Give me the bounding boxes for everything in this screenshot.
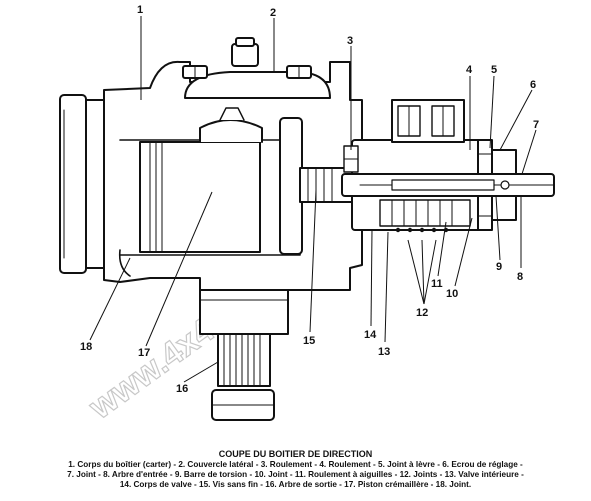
caption-line: 7. Joint - 8. Arbre d'entrée - 9. Barre … [67, 470, 524, 479]
callout-16: 16 [176, 383, 188, 395]
figure-caption: COUPE DU BOITIER DE DIRECTION 1. Corps d… [0, 449, 591, 490]
callout-15: 15 [303, 335, 315, 347]
leader-lines [89, 16, 537, 383]
callout-11: 11 [431, 278, 443, 290]
callout-10: 10 [446, 288, 458, 300]
callout-5: 5 [491, 64, 497, 76]
callout-3: 3 [347, 35, 353, 47]
callout-13: 13 [378, 346, 390, 358]
callout-12: 12 [416, 307, 428, 319]
callout-1: 1 [137, 4, 143, 16]
callout-labels: 1 2 3 4 5 6 7 8 9 10 11 12 13 14 15 16 1… [80, 4, 539, 395]
steering-box-cutaway-diagram: www.4x4brousse.net [59, 4, 555, 428]
callout-4: 4 [466, 64, 473, 76]
callout-7: 7 [533, 119, 539, 131]
callout-17: 17 [138, 347, 150, 359]
caption-line: 1. Corps du boîtier (carter) - 2. Couver… [68, 460, 523, 469]
caption-title: COUPE DU BOITIER DE DIRECTION [218, 449, 373, 459]
steering-box-drawing [59, 37, 555, 421]
callout-8: 8 [517, 271, 523, 283]
callout-14: 14 [364, 329, 377, 341]
callout-2: 2 [270, 7, 276, 19]
callout-18: 18 [80, 341, 92, 353]
callout-6: 6 [530, 79, 536, 91]
callout-9: 9 [496, 261, 502, 273]
caption-line: 14. Corps de valve - 15. Vis sans fin - … [119, 480, 472, 489]
